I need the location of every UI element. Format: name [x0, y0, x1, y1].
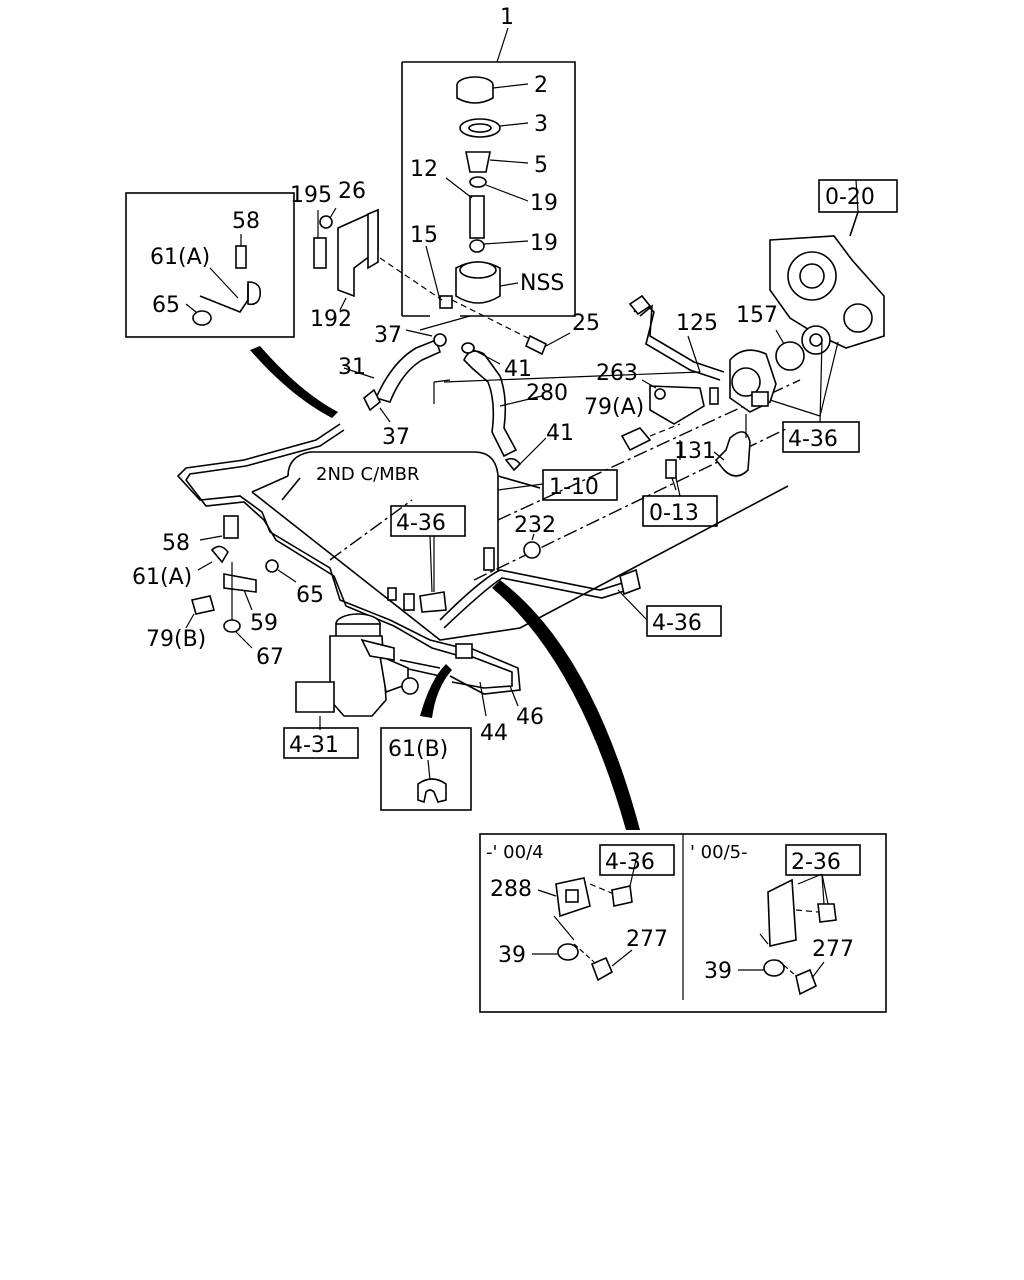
callout-61b: 61(A): [132, 565, 192, 590]
callout-41b: 41: [546, 421, 574, 446]
reservoir-tube: [469, 195, 485, 239]
callout-19b: 19: [530, 231, 558, 256]
callout-25: 25: [572, 311, 600, 336]
member-label: 2ND C/MBR: [316, 464, 420, 485]
ref-4-36-inset: 4-36: [605, 850, 655, 875]
callout-79a: 79(A): [584, 395, 644, 420]
ref-0-13: 0-13: [649, 501, 699, 526]
callout-79b: 79(B): [146, 627, 206, 652]
callout-131: 131: [674, 439, 716, 464]
callout-37b: 37: [382, 425, 410, 450]
o-ring-157: [775, 341, 805, 371]
callout-58b: 58: [162, 531, 190, 556]
inset-left-date: -' 00/4: [486, 842, 544, 863]
ref-0-20: 0-20: [825, 185, 875, 210]
callout-1: 1: [500, 5, 514, 30]
hose-31: [374, 338, 441, 403]
callout-37a: 37: [374, 323, 402, 348]
inset-right-date: ' 00/5-: [690, 842, 748, 863]
nut-67: [223, 619, 241, 633]
steering-gearbox: [295, 613, 419, 730]
hose-280: [463, 350, 518, 458]
hoses: [343, 315, 547, 472]
ref-4-36-mid: 4-36: [396, 511, 446, 536]
reference-labels: 0-20 4-36 1-10 0-13 4-36 4-36 4-31 4-36 …: [289, 185, 875, 875]
callout-232: 232: [514, 513, 556, 538]
callout-26: 26: [338, 179, 366, 204]
callout-46: 46: [516, 705, 544, 730]
callout-61a: 61(A): [150, 245, 210, 270]
callout-65b: 65: [296, 583, 324, 608]
callout-3: 3: [534, 112, 548, 137]
callout-nss: NSS: [520, 271, 564, 296]
washer-26: [319, 215, 333, 229]
callout-2: 2: [534, 73, 548, 98]
ref-4-36-pump: 4-36: [788, 427, 838, 452]
callout-125: 125: [676, 311, 718, 336]
callout-277a: 277: [626, 927, 668, 952]
pump-housing: [769, 211, 885, 355]
callout-59: 59: [250, 611, 278, 636]
callout-195: 195: [290, 183, 332, 208]
callout-277b: 277: [812, 937, 854, 962]
callout-192: 192: [310, 307, 352, 332]
callout-288: 288: [490, 877, 532, 902]
nut-232: [523, 541, 541, 559]
ref-4-36-pipe: 4-36: [652, 611, 702, 636]
callout-280: 280: [526, 381, 568, 406]
callout-58a: 58: [232, 209, 260, 234]
ref-2-36-inset: 2-36: [791, 850, 841, 875]
bolt-79a: [620, 427, 652, 452]
callout-67: 67: [256, 645, 284, 670]
inset-clamp-61b: [380, 727, 472, 811]
callout-5: 5: [534, 153, 548, 178]
annotation-labels: 2ND C/MBR -' 00/4 ' 00/5-: [316, 464, 748, 863]
ref-1-10: 1-10: [549, 475, 599, 500]
callout-263: 263: [596, 361, 638, 386]
callout-12: 12: [410, 157, 438, 182]
power-steering-pump: [620, 294, 839, 491]
callout-41a: 41: [504, 357, 532, 382]
bolt-195: [313, 237, 327, 269]
callout-labels: 1 2 3 5 12 19 19 15 NSS 195 26 192 25 37…: [132, 5, 854, 984]
callout-15: 15: [410, 223, 438, 248]
inset-variants: [479, 833, 887, 1013]
bolt-79b: [190, 595, 216, 615]
reservoir-group: [401, 27, 576, 356]
callout-157: 157: [736, 303, 778, 328]
callout-19a: 19: [530, 191, 558, 216]
reference-boxes: [283, 179, 898, 905]
clamp-cluster-left: [185, 515, 297, 649]
callout-39a: 39: [498, 943, 526, 968]
bracket-192: [313, 207, 443, 311]
callout-61B: 61(B): [388, 737, 448, 762]
inset-clamp-top: [125, 192, 295, 338]
pipe-lines: [176, 423, 641, 717]
callout-44: 44: [480, 721, 508, 746]
callout-31: 31: [338, 355, 366, 380]
callout-39b: 39: [704, 959, 732, 984]
callout-65a: 65: [152, 293, 180, 318]
bolt-25: [524, 334, 548, 356]
ref-4-31: 4-31: [289, 733, 339, 758]
filter-element: [465, 151, 491, 173]
